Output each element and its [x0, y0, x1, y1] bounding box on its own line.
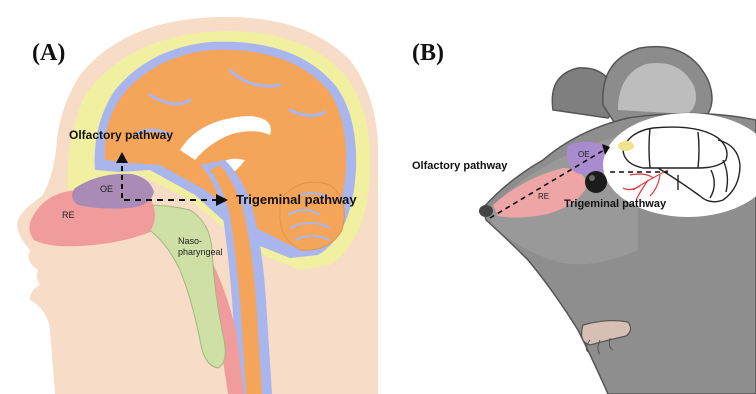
mouse-nose	[479, 205, 493, 217]
naso-label-line2: pharyngeal	[178, 247, 223, 257]
olfactory-bulb	[618, 141, 634, 151]
mouse-eye	[585, 171, 607, 193]
trigeminal-pathway-label: Trigeminal pathway	[236, 192, 357, 207]
olfactory-pathway-label: Olfactory pathway	[69, 128, 173, 142]
mouse-trigeminal-pathway-label: Trigeminal pathway	[564, 198, 666, 210]
re-label: RE	[62, 210, 75, 220]
mouse-olfactory-pathway-label: Olfactory pathway	[412, 160, 507, 172]
panel-a-letter: (A)	[32, 40, 65, 67]
panel-a-human-head: (A) Olfactory pathway Trigeminal pathway…	[0, 0, 378, 394]
mouse-oe-label: OE	[578, 150, 590, 159]
panel-b-mouse: (B) Olfactory pathway Trigeminal pathway…	[378, 0, 756, 394]
panel-b-letter: (B)	[412, 40, 444, 67]
mouse-eye-highlight	[589, 175, 595, 181]
mouse-re-label: RE	[538, 192, 549, 201]
naso-label-line1: Naso-	[178, 236, 202, 246]
oe-label: OE	[100, 184, 113, 194]
